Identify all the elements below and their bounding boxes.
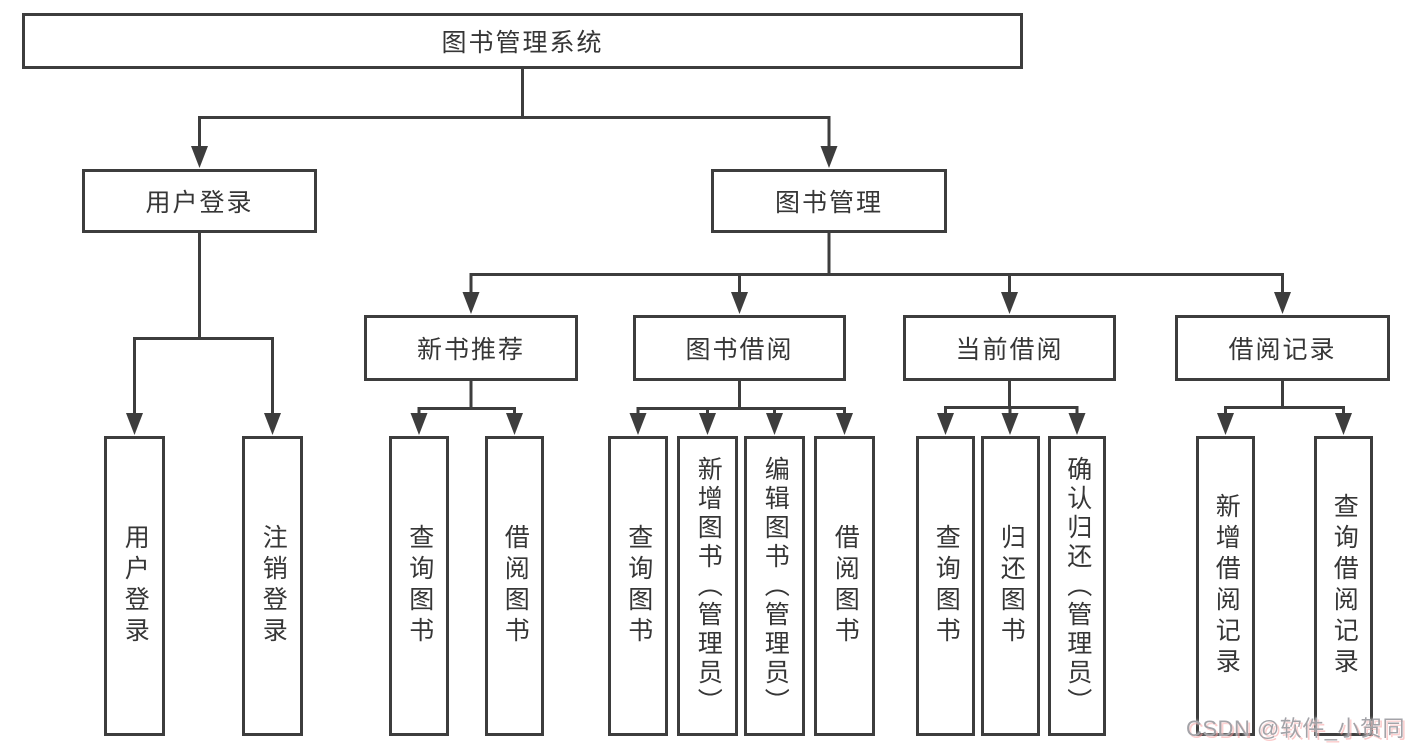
leaf-borrow-books-borrowing-label: 借阅图书 [831, 524, 860, 648]
leaf-user-login: 用户登录 [104, 436, 165, 736]
leaf-add-borrow-record: 新增借阅记录 [1196, 436, 1255, 736]
leaf-add-book-admin: 新增图书（管理员） [677, 436, 738, 736]
leaf-add-borrow-record-label: 新增借阅记录 [1212, 493, 1241, 679]
node-book-borrowing: 图书借阅 [633, 315, 846, 381]
node-book-management-branch-label: 图书管理 [774, 189, 883, 217]
leaf-return-book-label: 归还图书 [997, 524, 1026, 648]
node-new-book-recommend: 新书推荐 [364, 315, 578, 381]
leaf-edit-book-admin: 编辑图书（管理员） [744, 436, 805, 736]
leaf-confirm-return-admin-label: 确认归还（管理员） [1063, 455, 1092, 717]
node-borrowing-records: 借阅记录 [1175, 315, 1390, 381]
leaf-user-login-label: 用户登录 [121, 524, 150, 648]
leaf-edit-book-admin-label: 编辑图书（管理员） [761, 455, 790, 717]
leaf-borrow-books-recommend-label: 借阅图书 [501, 524, 530, 648]
node-current-borrowing-label: 当前借阅 [955, 336, 1064, 364]
leaf-confirm-return-admin: 确认归还（管理员） [1048, 436, 1106, 736]
leaf-query-books-current-label: 查询图书 [932, 524, 961, 648]
node-book-borrowing-label: 图书借阅 [685, 336, 794, 364]
node-root-system-label: 图书管理系统 [441, 29, 604, 57]
leaf-query-books-current: 查询图书 [916, 436, 975, 736]
leaf-query-books-recommend: 查询图书 [389, 436, 449, 736]
leaf-logout: 注销登录 [242, 436, 303, 736]
node-new-book-recommend-label: 新书推荐 [416, 336, 525, 364]
leaf-query-books-borrowing: 查询图书 [608, 436, 668, 736]
leaf-query-borrow-record-label: 查询借阅记录 [1330, 493, 1359, 679]
arrowheads [126, 146, 1352, 435]
node-user-login-branch: 用户登录 [82, 169, 317, 233]
node-root-system: 图书管理系统 [22, 13, 1023, 69]
leaf-return-book: 归还图书 [981, 436, 1040, 736]
node-user-login-branch-label: 用户登录 [145, 189, 254, 217]
leaf-logout-label: 注销登录 [259, 524, 288, 648]
leaf-borrow-books-recommend: 借阅图书 [485, 436, 544, 736]
node-book-management-branch: 图书管理 [711, 169, 947, 233]
node-borrowing-records-label: 借阅记录 [1228, 336, 1337, 364]
node-current-borrowing: 当前借阅 [903, 315, 1116, 381]
csdn-watermark: CSDN @软件_小贺同学 [1186, 716, 1405, 741]
leaf-query-borrow-record: 查询借阅记录 [1314, 436, 1373, 736]
leaf-query-books-recommend-label: 查询图书 [405, 524, 434, 648]
leaf-query-books-borrowing-label: 查询图书 [624, 524, 653, 648]
leaf-add-book-admin-label: 新增图书（管理员） [694, 455, 723, 717]
leaf-borrow-books-borrowing: 借阅图书 [814, 436, 875, 736]
